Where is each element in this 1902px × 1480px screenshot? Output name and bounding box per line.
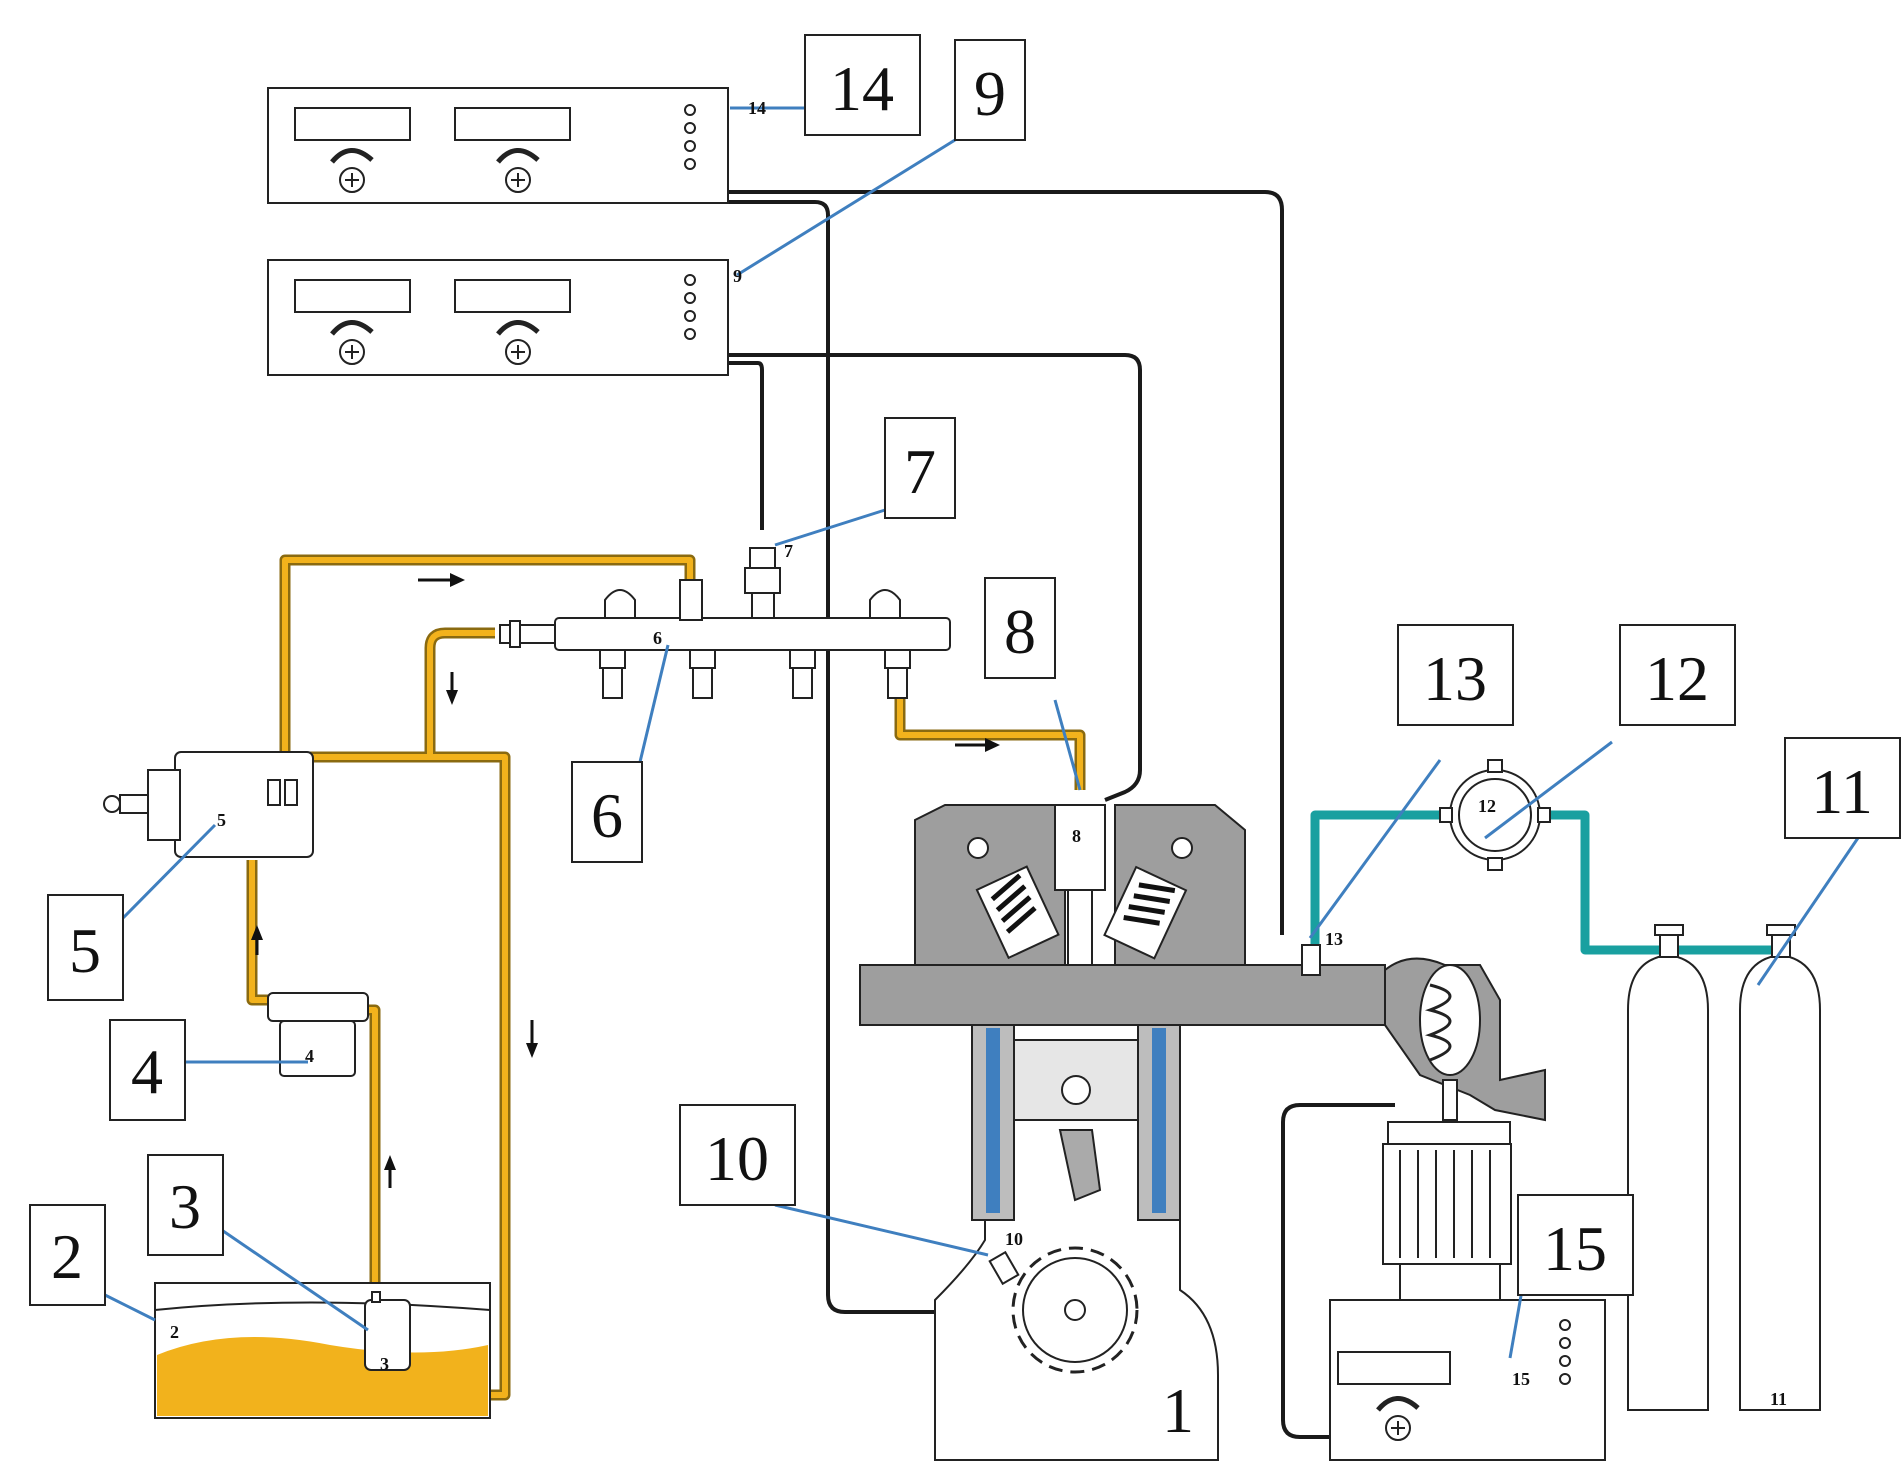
wire-14-to-13 (728, 190, 1284, 935)
label-box-14: 14 (804, 34, 921, 136)
gas-line-regulator-to-sensor (1310, 810, 1453, 945)
fuel-line-pump-to-rail (282, 557, 693, 770)
fuel-tank (154, 1282, 491, 1419)
svg-text:14: 14 (748, 98, 766, 118)
svg-text:12: 12 (1645, 643, 1709, 714)
svg-text:15: 15 (1543, 1213, 1607, 1284)
wire-9-to-8 (728, 353, 1142, 802)
flow-arrows (251, 573, 1000, 1188)
label-box-13: 13 (1397, 624, 1514, 726)
gas-lines (1310, 810, 1790, 955)
svg-text:12: 12 (1478, 796, 1496, 816)
motor-controller-15 (1329, 1299, 1606, 1461)
intake-sensor (1301, 944, 1321, 976)
arrow-up-icon (384, 1155, 396, 1188)
component-tags: 14 9 7 6 8 5 4 2 3 10 13 12 11 15 (170, 98, 1787, 1409)
wire-15-to-motor (1281, 1103, 1395, 1439)
crank-gear (1011, 1246, 1139, 1374)
valve-spring-intake (975, 865, 1060, 960)
svg-text:5: 5 (69, 915, 101, 986)
label-box-12: 12 (1619, 624, 1736, 726)
svg-text:10: 10 (705, 1123, 769, 1194)
engine (859, 804, 1386, 1461)
pressure-sensor (744, 547, 781, 619)
fuel-line-rail-to-injector (897, 690, 1083, 790)
arrow-up-icon (251, 925, 263, 955)
label-box-15: 15 (1517, 1194, 1634, 1296)
svg-text:8: 8 (1072, 826, 1081, 846)
svg-text:5: 5 (217, 810, 226, 830)
knob-icon[interactable] (330, 320, 374, 365)
svg-text:2: 2 (51, 1221, 83, 1292)
speed-sensor (988, 1250, 1020, 1286)
svg-text:13: 13 (1325, 929, 1343, 949)
svg-text:9: 9 (974, 58, 1006, 129)
gas-line-cylinder-to-regulator (1538, 810, 1790, 955)
label-box-2: 2 (29, 1204, 106, 1306)
knob-icon[interactable] (496, 320, 540, 365)
fuel-line-filter-to-pump (249, 860, 270, 1003)
leader-lines (104, 106, 1862, 1359)
injector (1054, 804, 1106, 966)
control-unit-9 (267, 259, 729, 376)
svg-text:4: 4 (131, 1036, 163, 1107)
fuel-filter (267, 992, 369, 1077)
svg-text:10: 10 (1005, 1229, 1023, 1249)
indicator-leds (1559, 1319, 1571, 1385)
number-labels: 14 9 7 8 6 5 4 3 2 10 13 12 11 15 1 (29, 34, 1901, 1446)
label-box-6: 6 (571, 761, 643, 863)
svg-text:7: 7 (784, 541, 793, 561)
label-box-4: 4 (109, 1019, 186, 1121)
gas-cylinders (1627, 924, 1821, 1411)
knob-icon[interactable] (1376, 1396, 1420, 1441)
svg-text:11: 11 (1811, 756, 1873, 827)
svg-text:9: 9 (733, 266, 742, 286)
label-box-11: 11 (1784, 737, 1901, 839)
knob-icon[interactable] (330, 148, 374, 193)
arrow-right-icon (418, 573, 465, 587)
label-box-7: 7 (884, 417, 956, 519)
svg-text:14: 14 (830, 53, 894, 124)
svg-text:11: 11 (1770, 1389, 1787, 1409)
wire-9-to-7 (728, 361, 764, 530)
indicator-leds (684, 274, 696, 340)
fuel-pump (364, 1291, 411, 1371)
knob-icon[interactable] (496, 148, 540, 193)
svg-text:6: 6 (591, 780, 623, 851)
gas-cylinder-left (1627, 924, 1709, 1411)
arrow-down-icon (526, 1020, 538, 1058)
svg-text:6: 6 (653, 628, 662, 648)
arrow-down-icon (446, 672, 458, 705)
svg-text:3: 3 (169, 1171, 201, 1242)
svg-text:3: 3 (380, 1354, 389, 1374)
svg-text:2: 2 (170, 1322, 179, 1342)
high-pressure-pump (103, 751, 314, 858)
label-box-9: 9 (954, 39, 1026, 141)
svg-text:7: 7 (904, 436, 936, 507)
label-box-10: 10 (679, 1104, 796, 1206)
fuel-line-return-from-rail (427, 630, 495, 755)
svg-text:4: 4 (305, 1046, 314, 1066)
common-rail (499, 547, 951, 699)
valve-spring-exhaust (1103, 865, 1188, 960)
arrow-right-icon (955, 738, 1000, 752)
pressure-regulator (1439, 759, 1551, 871)
compressor-unit (1382, 957, 1546, 1310)
svg-text:13: 13 (1423, 643, 1487, 714)
control-unit-14 (267, 87, 729, 204)
svg-text:15: 15 (1512, 1369, 1530, 1389)
indicator-leds (684, 104, 696, 170)
svg-text:8: 8 (1004, 596, 1036, 667)
label-box-5: 5 (47, 894, 124, 1001)
electric-motor (1382, 1121, 1512, 1310)
label-box-8: 8 (984, 577, 1056, 679)
label-engine-1: 1 (1162, 1375, 1194, 1446)
gas-cylinder-right (1739, 924, 1821, 1411)
label-box-3: 3 (147, 1154, 224, 1256)
